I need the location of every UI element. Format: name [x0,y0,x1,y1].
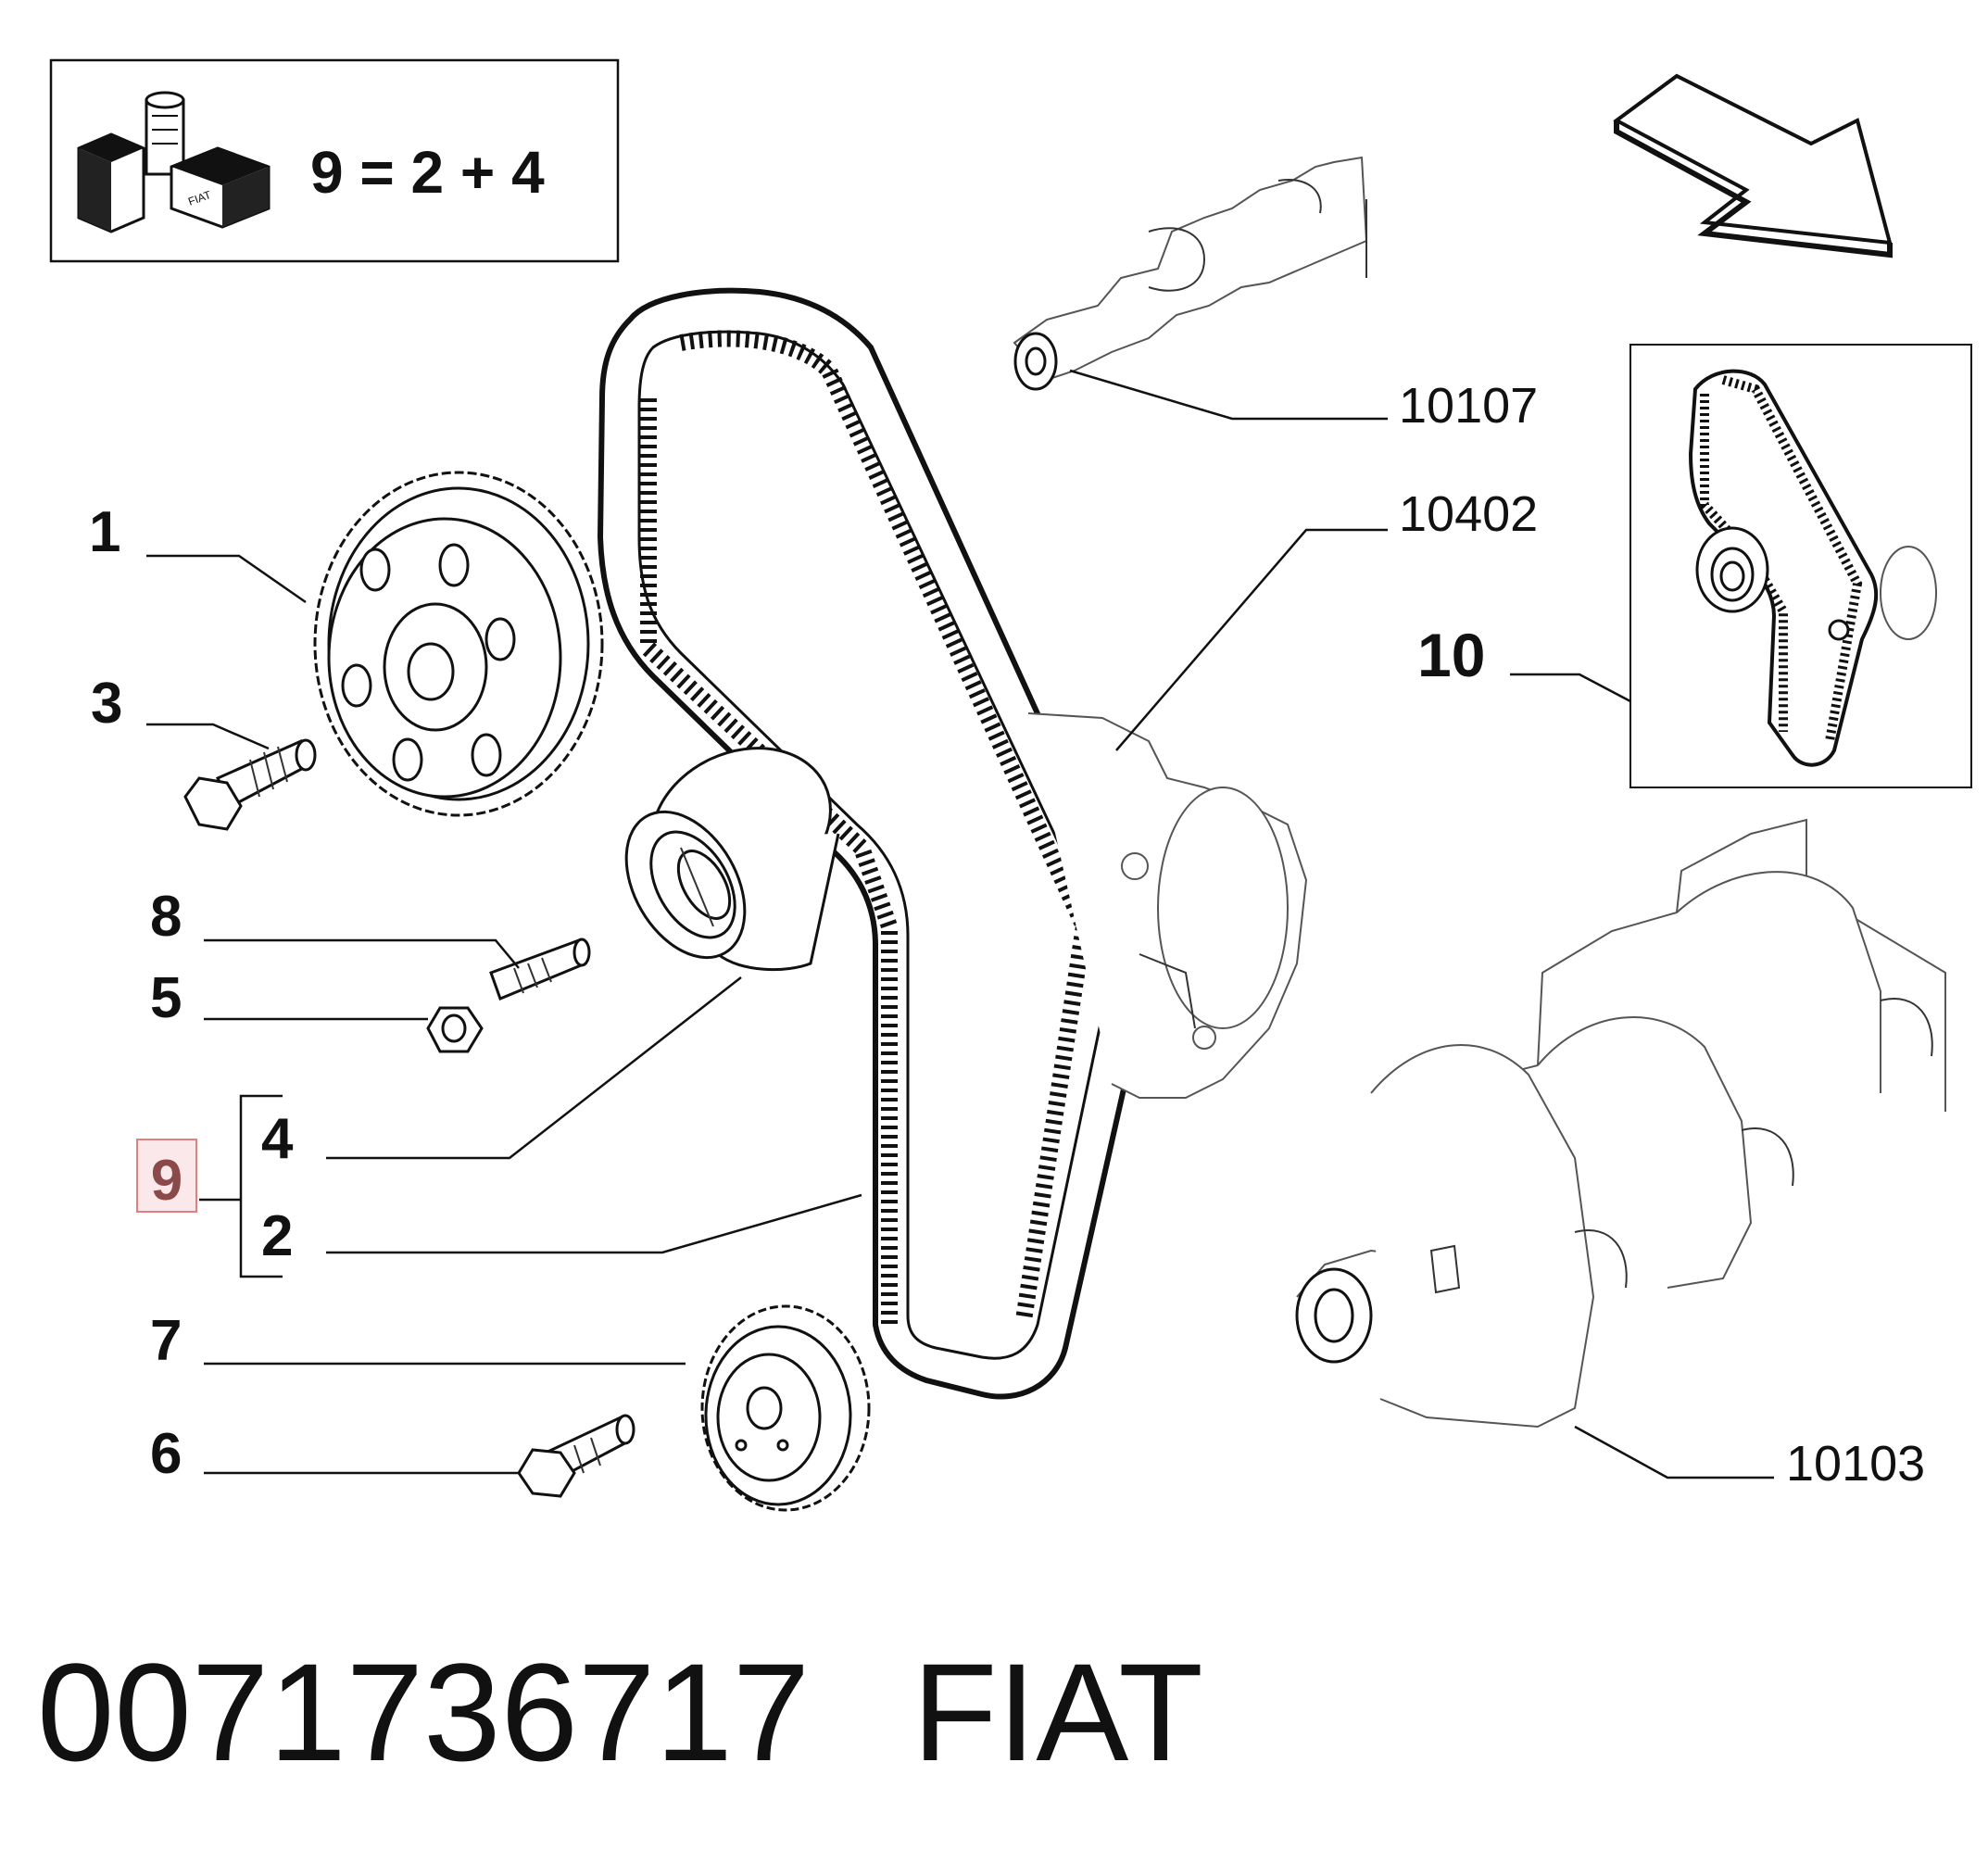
camshaft [1013,156,1368,391]
leader-lines [146,369,1774,1479]
callout-labels: 1 3 8 5 4 2 7 6 10 9 [89,500,1485,1486]
callout-4[interactable]: 4 [261,1107,294,1171]
reference-labels: 10107 10402 10103 [1399,378,1925,1492]
ref-10402[interactable]: 10402 [1399,486,1538,542]
crankshaft-gear [700,1304,871,1512]
crankshaft-gear-bolt [517,1414,635,1498]
callout-1[interactable]: 1 [89,500,120,564]
kit-inset-box [1629,344,1972,788]
callout-9-highlighted[interactable]: 9 [136,1139,197,1213]
engine-block-outline [1027,712,1308,1099]
tensioner-pulley [624,747,840,971]
part-number: 0071736717 [37,1634,810,1790]
tensioner-stud [489,938,591,1001]
callout-9: 9 [151,1149,182,1213]
timing-belt [597,287,1152,1400]
ref-10107[interactable]: 10107 [1399,378,1538,434]
callout-8[interactable]: 8 [150,885,182,949]
callout-5[interactable]: 5 [150,966,182,1030]
tensioner-nut [426,1006,484,1053]
callout-6[interactable]: 6 [150,1422,182,1486]
callout-2[interactable]: 2 [261,1204,293,1268]
callout-7[interactable]: 7 [150,1309,182,1373]
footer: 0071736717 FIAT [37,1634,1203,1790]
kit-formula: 9 = 2 + 4 [310,139,545,206]
parts-kit-boxes-icon: FIAT FIAT [77,91,271,233]
kit-legend-box: FIAT FIAT 9 = 2 + 4 [49,58,620,263]
crankshaft [1295,818,1946,1429]
direction-arrow-icon [1613,73,1893,258]
camshaft-gear [313,471,604,817]
camshaft-gear-bolt [183,738,317,831]
callout-10[interactable]: 10 [1417,621,1485,689]
ref-10103[interactable]: 10103 [1786,1436,1925,1492]
brand-name: FIAT [912,1634,1203,1790]
callout-3[interactable]: 3 [91,672,122,736]
